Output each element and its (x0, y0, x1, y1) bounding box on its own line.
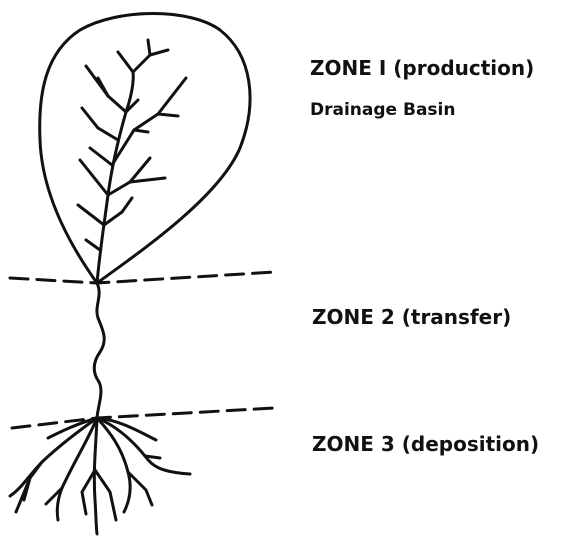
zone-3-title: ZONE 3 (deposition) (312, 432, 539, 456)
zone-1-subtitle: Drainage Basin (310, 100, 455, 120)
zone-2-3-boundary (12, 408, 275, 428)
transfer-channel (94, 283, 104, 418)
drainage-basin-outline (40, 14, 250, 284)
zone-1-2-boundary (10, 272, 275, 283)
distributary-network (10, 418, 190, 534)
drainage-network (78, 40, 186, 283)
zone-2-title: ZONE 2 (transfer) (312, 305, 511, 329)
zone-1-title: ZONE I (production) (310, 56, 534, 80)
